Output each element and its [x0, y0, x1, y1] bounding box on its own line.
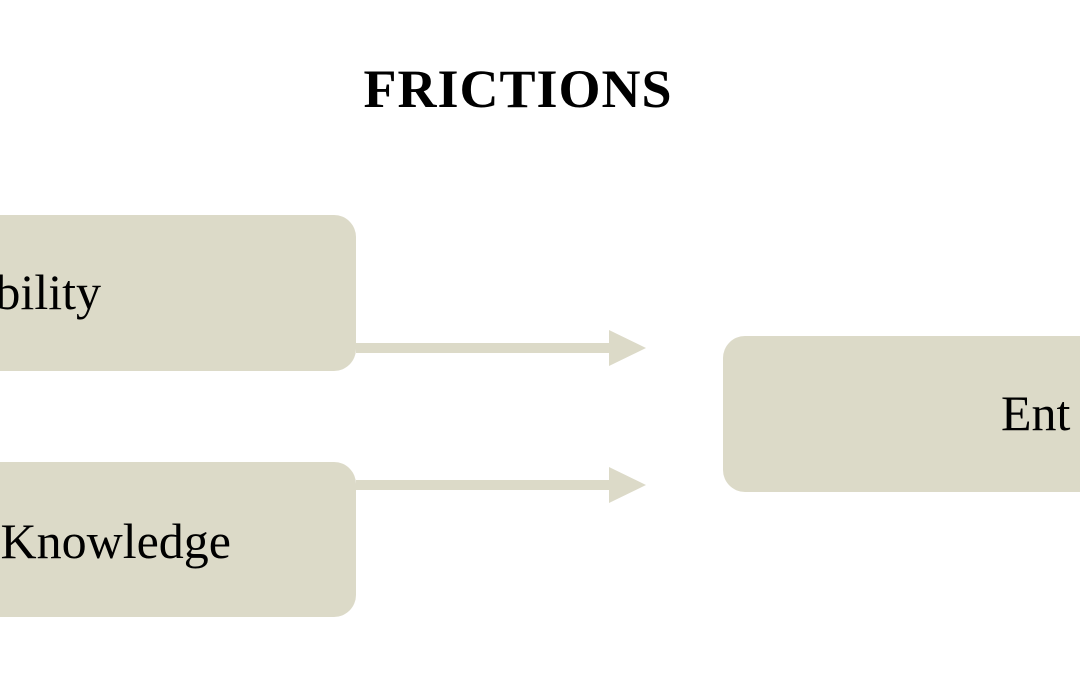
arrow-bottom: [356, 467, 646, 503]
arrow-top: [356, 330, 646, 366]
box-right-label: Ent: [1001, 385, 1071, 441]
slide-title: FRICTIONS: [363, 59, 673, 119]
box-top-left-label: bility: [0, 264, 101, 320]
arrow-bottom-head: [609, 467, 646, 503]
arrow-bottom-shaft: [356, 480, 612, 490]
box-top-left: bility: [0, 215, 356, 371]
box-bottom-left-label: Knowledge: [0, 513, 232, 569]
box-bottom-left: Knowledge: [0, 462, 356, 617]
arrow-top-head: [609, 330, 646, 366]
arrow-top-shaft: [356, 343, 612, 353]
box-right: Ent: [723, 336, 1080, 492]
